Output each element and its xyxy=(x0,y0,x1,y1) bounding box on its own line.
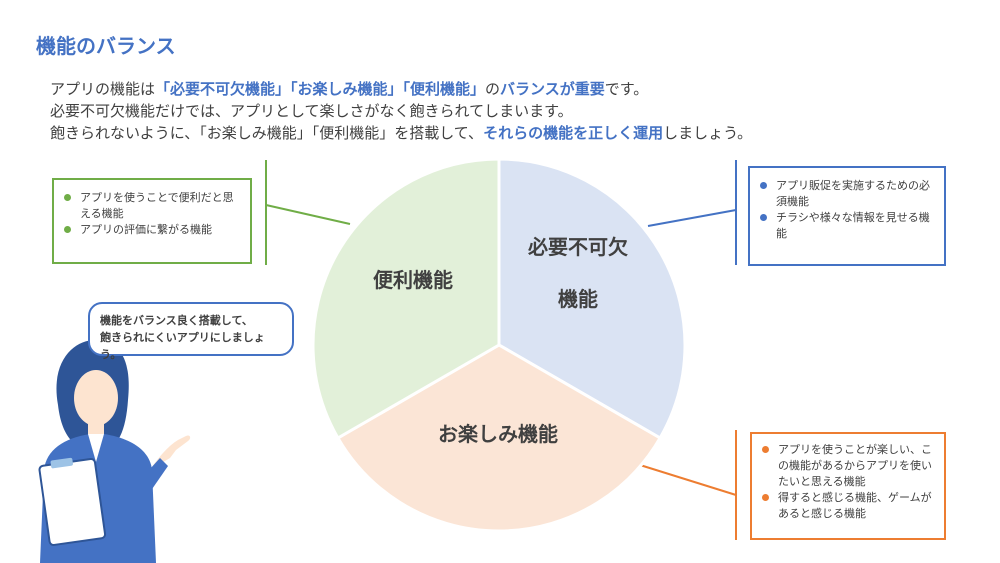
connector-essential xyxy=(647,209,737,227)
convenience-item-1: アプリを使うことで便利だと思える機能 xyxy=(64,190,240,222)
essential-item-1: アプリ販促を実施するための必須機能 xyxy=(760,178,934,210)
arm-shape xyxy=(140,458,168,492)
clipboard-clip xyxy=(50,457,73,469)
intro-text: アプリの機能は「必要不可欠機能」「お楽しみ機能」「便利機能」のバランスが重要です… xyxy=(50,78,970,144)
intro-highlight: それらの機能を正しく運用 xyxy=(483,124,664,142)
intro-highlight: 「必要不可欠機能」「お楽しみ機能」「便利機能」 xyxy=(155,80,486,98)
pie-slice-label-3: 便利機能 xyxy=(373,268,453,292)
pie-slice-2 xyxy=(335,343,663,533)
fun-box: アプリを使うことが楽しい、この機能があるからアプリを使いたいと思える機能 得する… xyxy=(750,432,946,540)
presenter-illustration xyxy=(38,340,191,563)
page-title: 機能のバランス xyxy=(36,34,176,58)
fun-item-1: アプリを使うことが楽しい、この機能があるからアプリを使いたいと思える機能 xyxy=(762,442,934,490)
intro-line-2: 必要不可欠機能だけでは、アプリとして楽しさがなく飽きられてしまいます。 xyxy=(50,102,573,120)
clipboard-shape xyxy=(38,457,107,546)
pie-slice-1 xyxy=(497,157,687,441)
face-shape xyxy=(74,370,118,426)
speech-bubble: 機能をバランス良く搭載して、 飽きられにくいアプリにしましょう。 xyxy=(88,302,294,361)
neck-shape xyxy=(88,420,104,438)
connector-convenience xyxy=(265,204,351,225)
intro-text-part: しましょう。 xyxy=(663,124,753,142)
convenience-item-2: アプリの評価に繋がる機能 xyxy=(64,222,240,238)
intro-text-part: アプリの機能は xyxy=(50,80,156,98)
convenience-box: アプリを使うことで便利だと思える機能 アプリの評価に繋がる機能 xyxy=(52,178,252,264)
collar-shape xyxy=(88,434,104,462)
intro-line-1: アプリの機能は「必要不可欠機能」「お楽しみ機能」「便利機能」のバランスが重要です… xyxy=(50,78,970,100)
pie-slice-label-1: 必要不可欠 xyxy=(527,235,628,259)
pie-slice-label-2: お楽しみ機能 xyxy=(438,422,558,446)
intro-text-part: の xyxy=(485,80,501,98)
speech-line-2: 飽きられにくいアプリにしましょう。 xyxy=(100,331,265,361)
intro-highlight: バランスが重要 xyxy=(500,80,605,98)
intro-line-3: 飽きられないように、「お楽しみ機能」「便利機能」を搭載して、それらの機能を正しく… xyxy=(50,122,970,144)
essential-box: アプリ販促を実施するための必須機能 チラシや様々な情報を見せる機能 xyxy=(748,166,946,266)
pie-slice-label-1: 機能 xyxy=(558,287,598,311)
speech-line-1: 機能をバランス良く搭載して、 xyxy=(100,314,253,327)
fun-item-2: 得すると感じる機能、ゲームがあると感じる機能 xyxy=(762,490,934,522)
pie-slice-3 xyxy=(311,157,501,441)
connector-fun xyxy=(639,464,737,496)
intro-text-part: です。 xyxy=(604,80,649,98)
intro-text-part: 飽きられないように、「お楽しみ機能」「便利機能」を搭載して、 xyxy=(50,124,484,142)
essential-item-2: チラシや様々な情報を見せる機能 xyxy=(760,210,934,242)
